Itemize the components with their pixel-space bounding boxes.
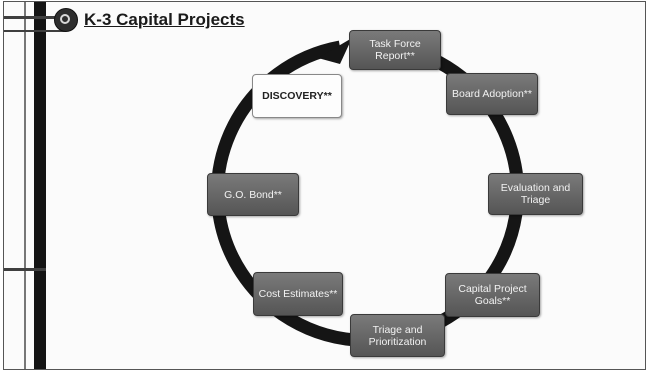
side-stripe <box>4 268 46 271</box>
district-seal-icon <box>54 8 78 32</box>
step-evaluation-and-triage: Evaluation and Triage <box>488 173 583 215</box>
slide-title: K-3 Capital Projects <box>84 10 245 29</box>
step-capital-project-goals: Capital Project Goals** <box>445 273 540 317</box>
side-line <box>24 2 26 369</box>
step-board-adoption: Board Adoption** <box>446 73 538 115</box>
side-bar <box>34 2 46 369</box>
step-discovery: DISCOVERY** <box>252 74 342 118</box>
step-cost-estimates: Cost Estimates** <box>253 272 343 316</box>
step-triage-and-prioritization: Triage and Prioritization <box>350 314 445 357</box>
step-go-bond: G.O. Bond** <box>207 173 299 216</box>
cycle-arrowhead <box>318 38 352 64</box>
step-task-force-report: Task Force Report** <box>349 30 441 70</box>
header-stripe <box>4 16 66 19</box>
header-stripe <box>4 30 66 32</box>
